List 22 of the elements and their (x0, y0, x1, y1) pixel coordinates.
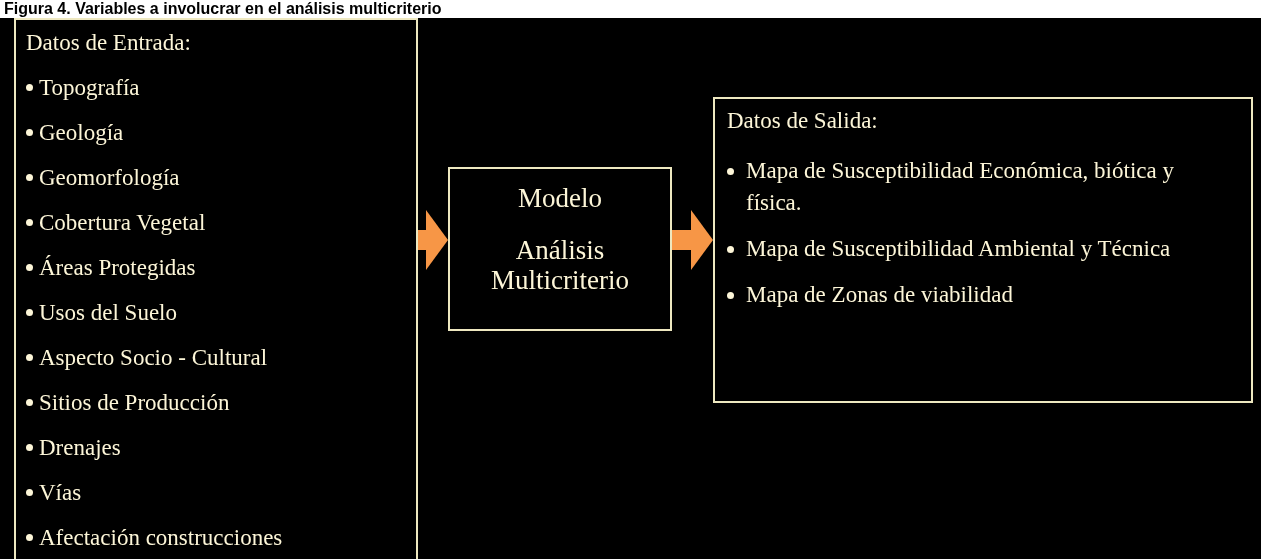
list-heading: Datos de Entrada: (26, 29, 191, 57)
list-item: Topografía (39, 74, 140, 102)
list-box (713, 97, 1253, 403)
list-item: Mapa de Susceptibilidad Ambiental y Técnica (746, 235, 1171, 263)
list-box (14, 18, 418, 559)
list-item: Usos del Suelo (39, 299, 177, 327)
list-item: Afectación construcciones (39, 524, 283, 552)
figure-title: Figura 4. Variables a involucrar en el análisis multicriterio (0, 0, 1261, 18)
list-item: Geología (39, 119, 124, 147)
list-item: Geomorfología (39, 164, 180, 192)
list-item: Áreas Protegidas (39, 254, 196, 282)
list-item: Mapa de Zonas de viabilidad (746, 281, 1013, 309)
list-item: Aspecto Socio - Cultural (39, 344, 268, 372)
box-title: Análisis Multicriterio (490, 235, 630, 295)
list-item: Drenajes (39, 434, 121, 462)
list-heading: Datos de Salida: (727, 108, 878, 133)
list-item: Sitios de Producción (39, 389, 230, 417)
list-item: Mapa de Susceptibilidad Económica, biótica y física. (746, 157, 1175, 217)
list-item: Vías (39, 479, 82, 507)
list-item: Cobertura Vegetal (39, 209, 206, 237)
process-box (448, 167, 672, 331)
box-title: Modelo (518, 183, 602, 213)
